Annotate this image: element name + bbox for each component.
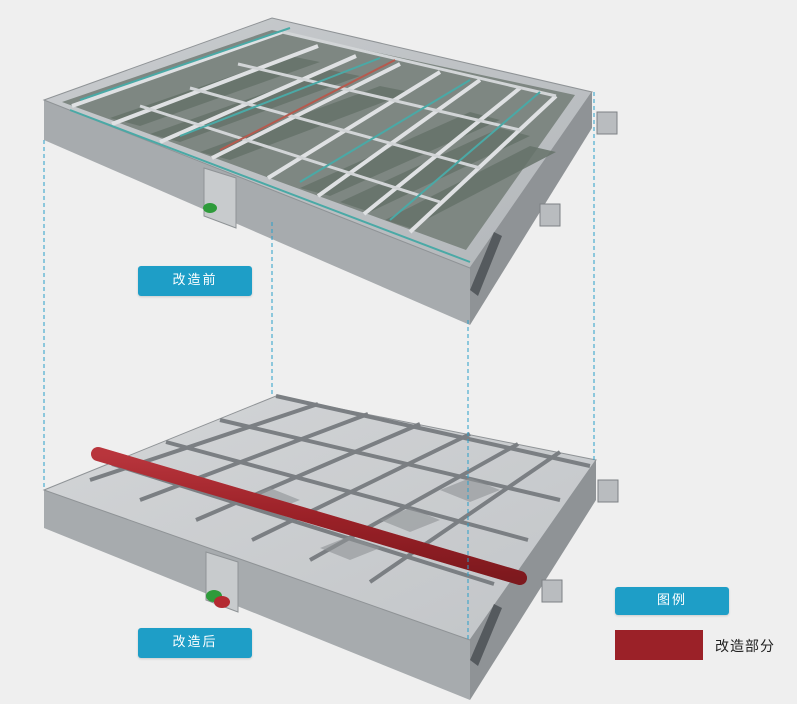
tank-before xyxy=(42,17,618,325)
guide-lines xyxy=(43,92,595,640)
tank-after-side-box-1 xyxy=(541,579,563,603)
tank-after-red-pipe xyxy=(91,447,527,585)
tank-after-right-wall xyxy=(470,460,596,700)
tank-before-pipes xyxy=(69,27,541,263)
tank-before-side-box-1 xyxy=(539,203,561,227)
legend-label: 改造部分 xyxy=(715,639,775,655)
tank-before-inlet-box xyxy=(203,167,237,229)
tank-before-stairs xyxy=(470,232,502,296)
tank-before-cross-walls xyxy=(139,30,557,204)
tank-before-green-pipe xyxy=(203,203,217,213)
tank-before-red-pipe xyxy=(219,59,396,151)
tank-before-right-wall xyxy=(470,92,592,325)
tank-before-partitions xyxy=(71,30,558,234)
tank-before-side-box-2 xyxy=(596,111,618,135)
legend-red-swatch xyxy=(615,630,703,660)
legend-title: 图例 xyxy=(615,587,729,615)
tank-after-stairs xyxy=(470,604,502,666)
tank-after-front-wall xyxy=(44,490,470,700)
tank-after-side-box-2 xyxy=(597,479,619,503)
after-label: 改造后 xyxy=(138,628,252,658)
tank-before-front-wall xyxy=(44,100,470,325)
tank-after xyxy=(42,394,619,700)
before-label: 改造前 xyxy=(138,266,252,296)
tank-after-red-inlet-pipe xyxy=(214,596,230,608)
